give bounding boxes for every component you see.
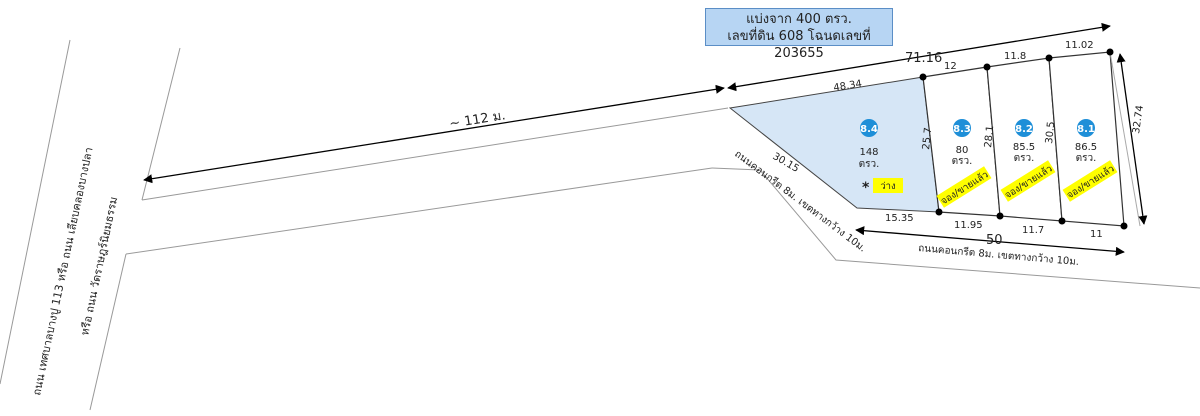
- lot-unit: ตรว.: [1076, 153, 1097, 164]
- corner-marker: [935, 208, 943, 216]
- main-road-label-2: หรือ ถนน วัดราษฎร์นิยมธรรม: [78, 196, 120, 337]
- lot-8-1: [1048, 51, 1125, 227]
- lot-area: 86.5: [1075, 142, 1097, 153]
- lot-area: 85.5: [1013, 142, 1035, 153]
- main-road-right-edge-lower: [89, 253, 127, 411]
- top-lot1-label: 11.02: [1065, 40, 1094, 51]
- top-total-arrow: [727, 22, 1111, 92]
- distance-main-label: ~ 112 ม.: [448, 108, 506, 132]
- lot-id: 8.3: [953, 124, 971, 135]
- bottom-lot4-label: 15.35: [885, 213, 914, 224]
- div-3-2-label: 28.1: [983, 125, 996, 148]
- status-tag-bg: [1062, 160, 1118, 202]
- div-2-1-label: 30.5: [1044, 121, 1057, 144]
- lot-area: 148: [859, 147, 878, 158]
- lot-marker: *: [862, 180, 870, 196]
- lot-unit: ตรว.: [952, 156, 973, 167]
- top-lot2-label: 11.8: [1004, 51, 1026, 62]
- distance-arrow-main: [143, 84, 725, 184]
- corner-marker: [919, 73, 927, 81]
- corner-marker: [1106, 48, 1114, 56]
- lot-area: 80: [956, 145, 969, 156]
- dimension-arrows: [143, 22, 1148, 256]
- main-road: [0, 39, 181, 411]
- main-road-label-1: ถนน เทศบาลบางปู 113 หรือ ถนน เลียบคลองบา…: [30, 146, 95, 397]
- div-4-3-label: 25.7: [921, 127, 934, 150]
- bottom-lot3-label: 11.95: [954, 220, 983, 231]
- lot-badge: [860, 119, 878, 137]
- lot-id: 8.2: [1015, 124, 1033, 135]
- top-lot4-label: 48.34: [833, 79, 863, 94]
- corner-marker: [1045, 54, 1053, 62]
- right-depth-arrow: [1116, 53, 1148, 225]
- status-tag-bg: [873, 178, 903, 193]
- right-depth-label: 32.74: [1131, 105, 1146, 135]
- status-tag-bg: [936, 166, 992, 208]
- corner-marker: [1058, 217, 1066, 225]
- lot-id: 8.1: [1077, 124, 1095, 135]
- access-road-top-edge: [141, 107, 729, 201]
- lot-8-4: [728, 76, 940, 213]
- concrete-road-edge: [711, 167, 1200, 289]
- status-tag-bg: [1000, 160, 1056, 202]
- lot-unit: ตรว.: [1014, 153, 1035, 164]
- top-lot3-label: 12: [944, 61, 957, 72]
- status-tag: ว่าง: [880, 181, 895, 192]
- bottom-lot2-label: 11.7: [1022, 225, 1044, 236]
- main-road-left-edge: [0, 39, 71, 385]
- corner-marker: [1120, 222, 1128, 230]
- lot-unit: ตรว.: [859, 159, 880, 170]
- bottom-lot1-label: 11: [1090, 229, 1103, 240]
- lot-badge: [1015, 119, 1033, 137]
- bottom-total-label: 50: [986, 233, 1003, 248]
- lot-8-4-info: 8.4 148 ตรว. * ว่าง: [859, 119, 903, 196]
- top-total-label: 71.16: [905, 51, 942, 66]
- lot-badge: [953, 119, 971, 137]
- bottom-total-arrow: [855, 226, 1125, 256]
- corner-marker: [983, 63, 991, 71]
- corner-marker: [996, 212, 1004, 220]
- lot-badge: [1077, 119, 1095, 137]
- access-road-bottom-edge: [125, 167, 713, 255]
- lot-id: 8.4: [860, 124, 878, 135]
